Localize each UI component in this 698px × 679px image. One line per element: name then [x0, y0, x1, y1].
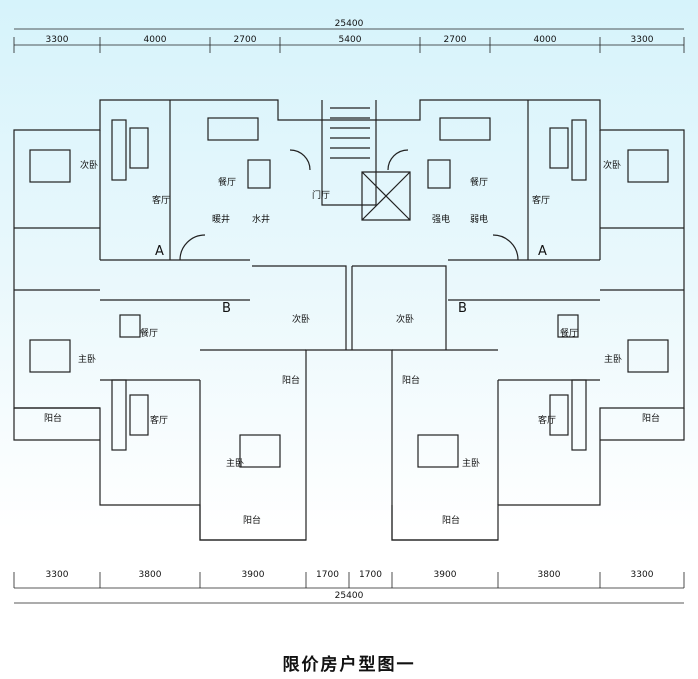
room-label-electric-shaft: 强电 — [432, 213, 450, 225]
room-label-dining-right: 餐厅 — [470, 176, 488, 188]
top-dimension-label: 2700 — [234, 35, 257, 45]
room-label-balcony-right-bottom: 阳台 — [442, 514, 460, 526]
top-dimension-label: 3300 — [631, 35, 654, 45]
top-dimension-label: 4000 — [144, 35, 167, 45]
top-total-dimension: 25400 — [335, 19, 364, 29]
bottom-dimension-label: 3800 — [538, 570, 561, 580]
bottom-dimension-label: 1700 — [359, 570, 382, 580]
dimension-lines — [13, 28, 685, 604]
unit-label-b-left: B — [222, 301, 231, 316]
room-label-master-right: 主卧 — [604, 353, 622, 365]
figure-caption: 限价房户型图一 — [282, 655, 416, 675]
room-label-balcony-left-wing: 阳台 — [44, 412, 62, 424]
bottom-dimension-label: 3900 — [434, 570, 457, 580]
unit-label-a-left: A — [155, 244, 164, 259]
room-label-balcony-right-wing: 阳台 — [642, 412, 660, 424]
room-label-living-left: 客厅 — [152, 194, 170, 206]
room-label-balcony-left-small: 阳台 — [282, 374, 300, 386]
bottom-dimension-label: 3800 — [139, 570, 162, 580]
room-label-living-left-b: 客厅 — [150, 414, 168, 426]
room-label-secondary-bedroom-centre-right: 次卧 — [396, 313, 414, 325]
unit-label-b-right: B — [458, 301, 467, 316]
room-label-foyer: 门厅 — [312, 189, 330, 201]
room-label-dining-right-b: 餐厅 — [560, 327, 578, 339]
room-label-living-right: 客厅 — [532, 194, 550, 206]
room-label-balcony-left-bottom: 阳台 — [243, 514, 261, 526]
bottom-dimension-label: 3300 — [631, 570, 654, 580]
bottom-dimension-label: 3300 — [46, 570, 69, 580]
room-label-weak-current: 弱电 — [470, 213, 488, 225]
top-dimension-label: 3300 — [46, 35, 69, 45]
bottom-dimension-segments: 3300 3800 3900 1700 1700 3900 3800 3300 — [46, 570, 654, 580]
room-label-master-left: 主卧 — [78, 353, 96, 365]
unit-label-a-right: A — [538, 244, 547, 259]
room-label-master-right-b: 主卧 — [462, 457, 480, 469]
room-label-secondary-bedroom-right: 次卧 — [603, 159, 621, 171]
bottom-dimension-label: 1700 — [316, 570, 339, 580]
top-dimension-label: 5400 — [339, 35, 362, 45]
room-label-secondary-bedroom-centre-left: 次卧 — [292, 313, 310, 325]
room-label-dining-left: 餐厅 — [218, 176, 236, 188]
top-dimension-label: 2700 — [444, 35, 467, 45]
bottom-dimension-label: 3900 — [242, 570, 265, 580]
room-label-pipe-shaft: 暖井 — [212, 213, 230, 225]
room-label-balcony-right-small: 阳台 — [402, 374, 420, 386]
room-label-living-right-b: 客厅 — [538, 414, 556, 426]
room-label-secondary-bedroom-left: 次卧 — [80, 159, 98, 171]
top-dimension-segments: 3300 4000 2700 5400 2700 4000 3300 — [46, 35, 654, 45]
room-label-master-left-b: 主卧 — [226, 457, 244, 469]
top-dimension-label: 4000 — [534, 35, 557, 45]
room-label-water-shaft: 水井 — [252, 213, 270, 225]
walls — [13, 99, 685, 541]
room-label-dining-left-b: 餐厅 — [140, 327, 158, 339]
bottom-total-dimension: 25400 — [335, 591, 364, 601]
